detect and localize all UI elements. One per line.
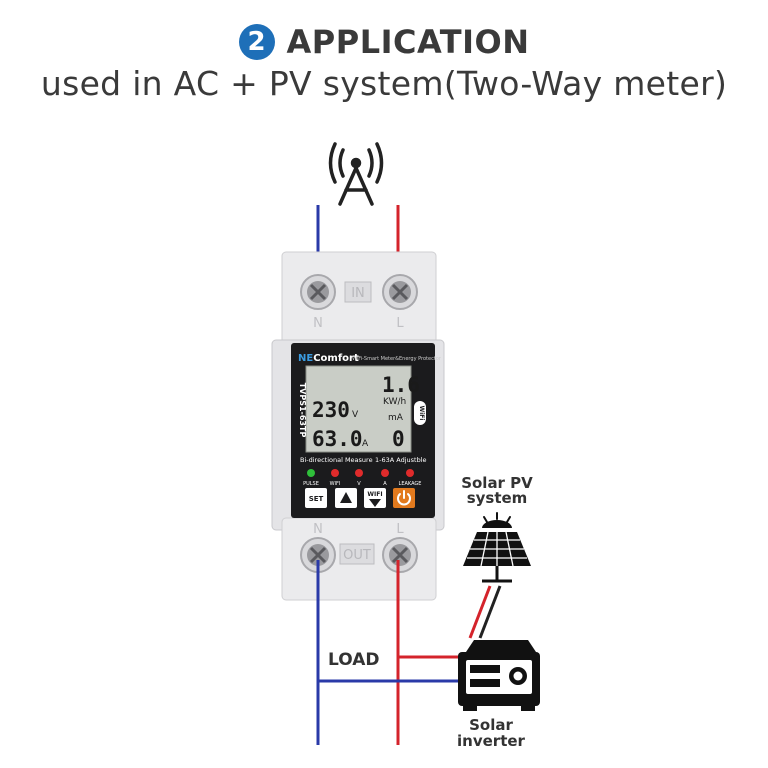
brand-prefix: NE	[298, 353, 313, 364]
load-label: LOAD	[328, 650, 380, 670]
product-description: WiFi-Smart Meter&Energy Protector	[352, 356, 442, 362]
led-a	[381, 469, 389, 477]
pv-wire-black	[478, 585, 502, 639]
leakage-value: 0	[392, 427, 405, 451]
solar-panel-icon	[463, 512, 531, 583]
wifi-side-label: WiFi	[418, 406, 425, 421]
arrow-up-icon	[340, 492, 352, 503]
solar-pv-label-line2: system	[467, 489, 528, 507]
label-l-bottom: L	[396, 522, 404, 537]
indicator-label-pulse: PULSE	[303, 481, 319, 487]
set-button-label: SET	[309, 495, 324, 503]
wifi-side-badge	[414, 401, 426, 425]
indicator-label-a: A	[383, 481, 387, 487]
energy-unit: KW/h	[383, 397, 406, 407]
page-subtitle: used in AC + PV system(Two-Way meter)	[40, 64, 728, 103]
inverter-label-line2: inverter	[457, 732, 526, 750]
wifi-down-button[interactable]: WIFI	[364, 488, 386, 508]
inverter-label-line1: Solar	[469, 716, 513, 734]
model-label: TVPS1-63TP	[298, 383, 307, 438]
meter-brand: NEComfort	[298, 353, 359, 364]
current-unit: A	[362, 439, 369, 449]
page-title: APPLICATION	[286, 23, 530, 61]
pv-wire-red	[468, 585, 492, 639]
brand-name: Comfort	[313, 353, 359, 364]
wifi-button-label: WIFI	[367, 491, 382, 498]
terminal-screw-n-in	[300, 274, 336, 310]
title-row: 2 APPLICATION	[0, 22, 768, 62]
leakage-unit: mA	[388, 413, 404, 423]
label-l-top: L	[396, 316, 404, 331]
antenna-icon	[328, 142, 384, 206]
arrow-down-icon	[369, 499, 381, 507]
label-n-top: N	[313, 316, 323, 331]
voltage-unit: V	[352, 410, 359, 420]
set-button[interactable]: SET	[305, 488, 327, 508]
led-leakage	[406, 469, 414, 477]
led-pulse	[307, 469, 315, 477]
indicator-label-leakage: LEAKAGE	[399, 481, 422, 487]
indicator-label-wifi: WIFI	[330, 481, 341, 487]
feature-adjustable: 1-63A Adjustble	[375, 456, 427, 464]
solar-pv-label-line1: Solar PV	[461, 474, 533, 492]
voltage-value: 230	[312, 398, 350, 422]
led-v	[355, 469, 363, 477]
feature-bidirectional: Bi-directional Measure	[300, 456, 373, 464]
terminal-in-label: IN	[351, 286, 365, 301]
lcd-screen	[305, 365, 412, 453]
indicator-label-v: V	[357, 481, 361, 487]
step-number-badge: 2	[238, 24, 275, 60]
terminal-out-label: OUT	[343, 548, 371, 563]
terminal-screw-l-out	[382, 537, 418, 573]
solar-inverter-icon	[458, 640, 540, 711]
label-n-bottom: N	[313, 522, 323, 537]
energy-value: 1.6	[382, 373, 420, 397]
power-button[interactable]	[393, 488, 415, 508]
current-value: 63.0	[312, 427, 363, 451]
power-icon	[397, 490, 411, 506]
led-wifi	[331, 469, 339, 477]
up-button[interactable]	[335, 488, 357, 508]
terminal-screw-l-in	[382, 274, 418, 310]
